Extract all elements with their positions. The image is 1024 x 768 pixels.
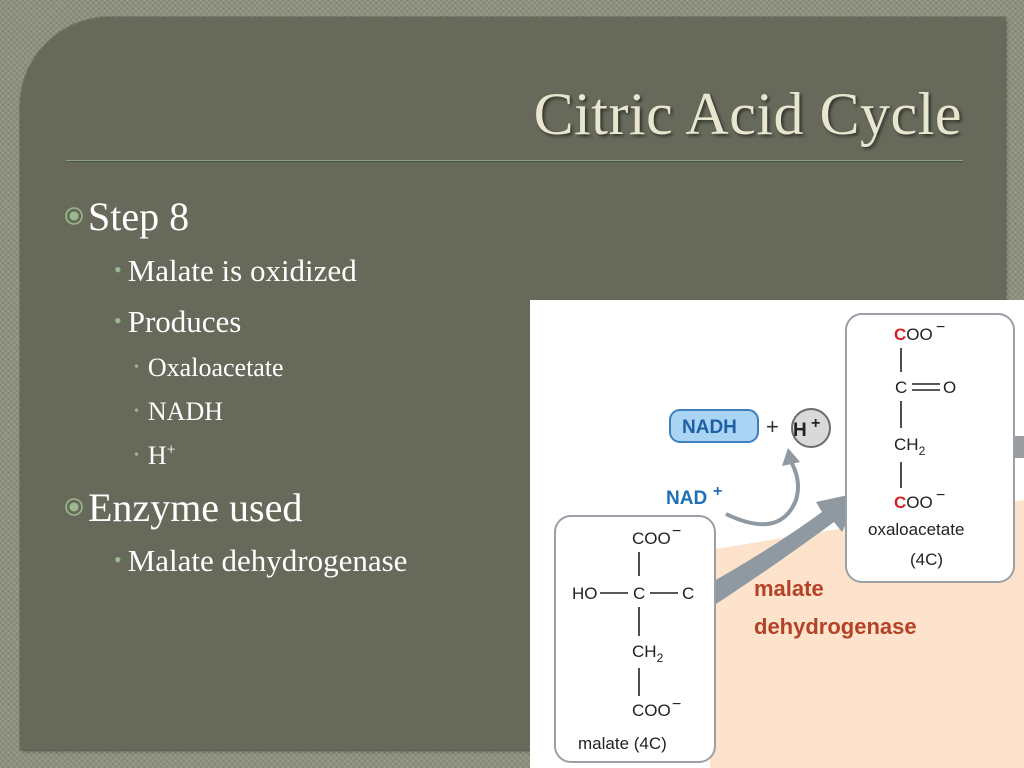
nad-label: NAD	[666, 488, 707, 509]
bullet-malate-oxidized: •Malate is oxidized	[114, 253, 357, 289]
edge-tab	[1015, 436, 1024, 458]
bullet-text: Oxaloacetate	[147, 353, 284, 382]
malate-box	[554, 515, 716, 763]
bullet-text: Step 8	[88, 194, 190, 239]
oxaloacetate-box	[845, 313, 1015, 583]
enzyme-label-line2: dehydrogenase	[754, 614, 917, 639]
malate-ch2: CH2	[632, 642, 664, 665]
oxaloacetate-o: O	[943, 378, 956, 397]
dot-bullet-icon: •	[114, 257, 122, 282]
nad-charge: +	[713, 483, 722, 500]
slide-title: Citric Acid Cycle	[533, 81, 962, 147]
malate-c-center: C	[633, 584, 645, 603]
h-charge: +	[811, 415, 820, 432]
bullet-nadh: • NADH	[134, 397, 223, 427]
bullet-text: NADH	[147, 397, 224, 426]
nad-arrowhead	[782, 448, 800, 466]
circle-bullet-icon	[64, 497, 84, 517]
enzyme-label-line1: malate	[754, 576, 824, 601]
title-divider	[66, 160, 963, 161]
reaction-diagram: COO − HO C C CH2 COO − malate (4C) COO −…	[530, 300, 1024, 768]
bullet-produces: •Produces	[114, 304, 241, 340]
malate-c-right: C	[682, 584, 694, 603]
bullet-text: Enzyme used	[88, 485, 303, 530]
oxaloacetate-bottom-charge: −	[936, 487, 945, 504]
dot-bullet-icon: •	[134, 404, 139, 419]
nad-curved-arrow	[725, 458, 800, 527]
dot-bullet-icon: •	[114, 308, 122, 333]
big-reaction-arrow	[698, 492, 862, 604]
h-plus-circle	[791, 408, 831, 448]
bullet-h-plus: • H+	[134, 441, 175, 471]
dot-bullet-icon: •	[134, 360, 139, 375]
bullet-malate-dehydrogenase: •Malate dehydrogenase	[114, 543, 407, 579]
bullet-step-8: Step 8	[64, 193, 189, 240]
nadh-pill	[669, 409, 759, 443]
malate-ho: HO	[572, 584, 598, 603]
oxaloacetate-c-center: C	[895, 378, 907, 397]
malate-name: malate (4C)	[578, 734, 667, 753]
nadh-label: NADH	[682, 417, 737, 438]
plus-sign: +	[766, 414, 779, 439]
oxaloacetate-top-group: COO	[894, 325, 933, 344]
bullet-enzyme-used: Enzyme used	[64, 484, 302, 531]
dot-bullet-icon: •	[134, 448, 139, 463]
bullet-text: H	[147, 441, 167, 470]
bullet-text: Malate is oxidized	[127, 253, 357, 288]
dot-bullet-icon: •	[114, 547, 122, 572]
circle-bullet-icon	[64, 206, 84, 226]
oxaloacetate-carbons: (4C)	[910, 550, 943, 569]
oxaloacetate-ch2: CH2	[894, 435, 926, 458]
malate-bottom-group: COO	[632, 701, 671, 720]
malate-bottom-charge: −	[672, 696, 681, 713]
oxaloacetate-top-charge: −	[936, 319, 945, 336]
bullet-text: Produces	[127, 304, 242, 339]
malate-top-group: COO	[632, 529, 671, 548]
malate-top-charge: −	[672, 523, 681, 540]
superscript-plus: +	[166, 441, 176, 459]
oxaloacetate-name: oxaloacetate	[868, 520, 964, 539]
bullet-text: Malate dehydrogenase	[127, 543, 408, 578]
h-label: H	[793, 420, 807, 441]
oxaloacetate-bottom-group: COO	[894, 493, 933, 512]
bullet-oxaloacetate: • Oxaloacetate	[134, 353, 284, 383]
